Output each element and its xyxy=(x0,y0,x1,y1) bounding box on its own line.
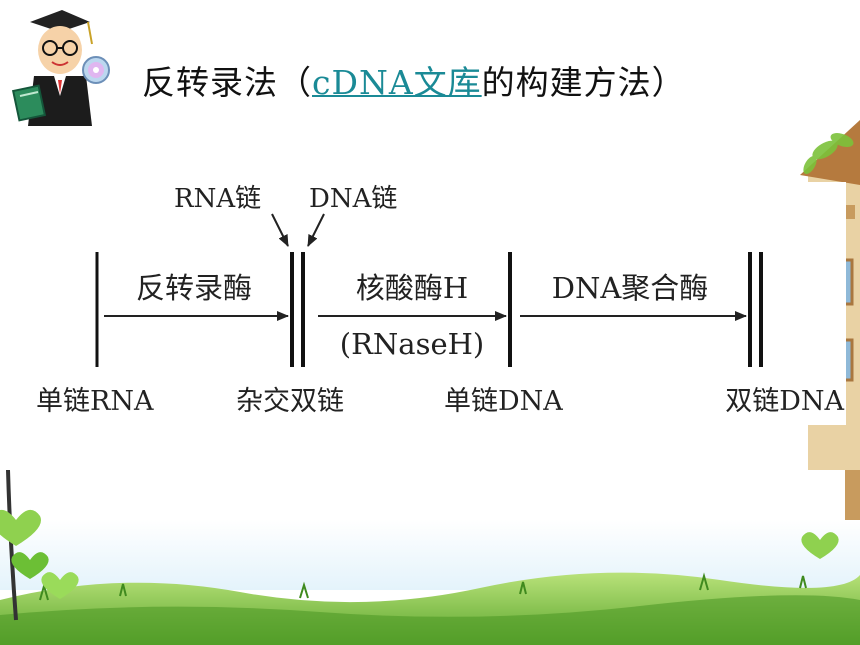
cdna-construction-diagram: RNA链 DNA链 反转录酶 核酸酶H (RNaseH) DNA聚合酶 单链RN… xyxy=(34,182,846,425)
step-label-nuclease-h: 核酸酶H xyxy=(356,271,468,305)
page-title: 反转录法（cDNA文库的构建方法） xyxy=(142,56,686,104)
cd-disc-icon xyxy=(82,56,110,84)
heart-leaf-icon xyxy=(0,469,839,621)
rna-strand-pointer xyxy=(271,213,289,247)
title-prefix: 反转录法（ xyxy=(142,63,312,102)
book-icon xyxy=(11,84,47,122)
step-label-reverse-transcriptase: 反转录酶 xyxy=(136,271,252,305)
rna-strand-label: RNA链 xyxy=(174,184,261,214)
stage-label-single-rna: 单链RNA xyxy=(36,386,154,417)
title-suffix: 的构建方法） xyxy=(481,63,686,102)
dna-strand-pointer xyxy=(307,213,325,247)
step-sublabel-rnaseh: (RNaseH) xyxy=(340,327,484,361)
stage-label-double-dna: 双链DNA xyxy=(725,386,844,417)
step-label-dna-polymerase: DNA聚合酶 xyxy=(552,271,709,305)
cdna-library-link[interactable]: cDNA文库 xyxy=(312,63,482,102)
stage-marker-double-dna xyxy=(748,252,763,367)
stage-label-hybrid: 杂交双链 xyxy=(236,386,344,417)
stage-marker-hybrid xyxy=(290,252,305,367)
dna-strand-label: DNA链 xyxy=(309,184,397,214)
stage-label-single-dna: 单链DNA xyxy=(444,386,563,417)
